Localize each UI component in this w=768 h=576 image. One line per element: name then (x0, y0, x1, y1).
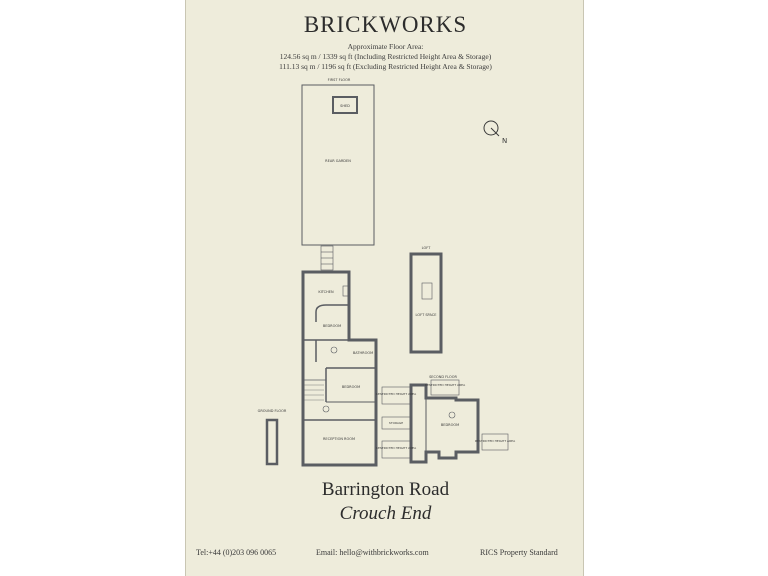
restricted-area-label-3: RESTRICTED HEIGHT AREA (376, 446, 417, 450)
floor-area-including: 124.56 sq m / 1339 sq ft (Including Rest… (279, 52, 492, 61)
loft-hatch (421, 282, 433, 300)
stairs (304, 384, 324, 401)
rear-garden-outline (301, 84, 375, 246)
second-floor-label: SECOND FLOOR (429, 375, 457, 379)
garden-label: REAR GARDEN (325, 159, 351, 163)
main-house-walls (301, 270, 378, 467)
loft-outline (409, 252, 443, 354)
brand-title: BRICKWORKS (303, 12, 468, 37)
shed-outline (332, 96, 358, 114)
restricted-area-label-1: RESTRICTED HEIGHT AREA (425, 383, 466, 387)
floor-plan-drawing: FIRST FLOOR SHED REAR GARDEN (258, 78, 516, 467)
floorplan-sheet: BRICKWORKS Approximate Floor Area: 124.5… (185, 0, 584, 576)
first-floor-label: FIRST FLOOR (328, 78, 351, 82)
address-street: Barrington Road (321, 479, 450, 500)
kitchen-label: KITCHEN (318, 290, 334, 294)
floor-area-excluding: 111.13 sq m / 1196 sq ft (Excluding Rest… (279, 62, 492, 71)
bathroom-label: BATHROOM (353, 351, 373, 355)
loft-label: LOFT (422, 246, 432, 250)
reception-label: RECEPTION ROOM (323, 437, 355, 441)
restricted-area-label-4: RESTRICTED HEIGHT AREA (475, 439, 516, 443)
footer-standard: RICS Property Standard (480, 548, 558, 557)
second-floor-walls (381, 379, 509, 464)
ground-floor-label: GROUND FLOOR (258, 409, 287, 413)
bedroom-label-3: BEDROOM (441, 423, 459, 427)
footer-email: Email: hello@withbrickworks.com (316, 548, 429, 557)
bedroom-label-1: BEDROOM (323, 324, 341, 328)
storage-label: STORAGE (389, 421, 403, 425)
loft-space-label: LOFT SPACE (416, 313, 437, 317)
compass-north-label: N (502, 137, 507, 145)
footer-telephone: Tel:+44 (0)203 096 0065 (196, 548, 277, 557)
floor-area-heading: Approximate Floor Area: (347, 42, 424, 51)
shed-label: SHED (340, 104, 350, 108)
address-area: Crouch End (339, 503, 432, 524)
garden-steps (320, 245, 334, 271)
restricted-area-label-2: RESTRICTED HEIGHT AREA (376, 392, 417, 396)
compass-icon (483, 120, 500, 137)
bedroom-label-2: BEDROOM (342, 385, 360, 389)
ground-floor-outline (265, 418, 279, 466)
